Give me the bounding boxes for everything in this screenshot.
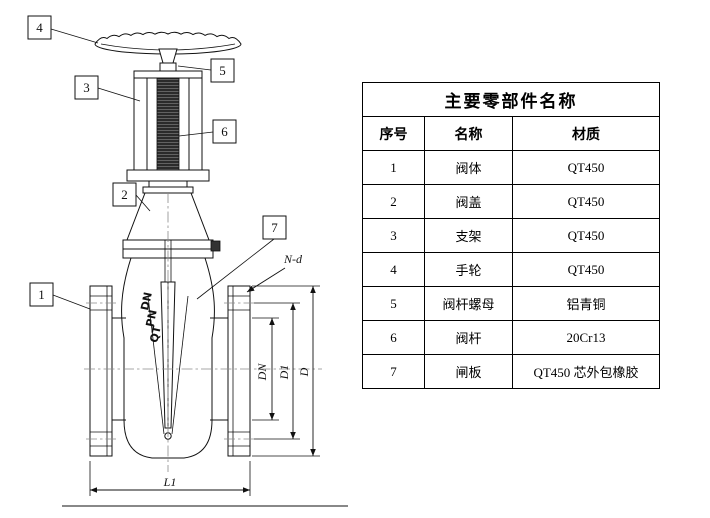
- table-row: 3 支架 QT450: [362, 218, 661, 253]
- cell-name: 阀体: [424, 150, 513, 185]
- cell-material: QT450: [511, 150, 661, 185]
- yoke-bracket: [126, 70, 210, 182]
- cell-no: 3: [362, 218, 425, 253]
- seat-line: [171, 295, 189, 435]
- body-mark-qt: QT: [147, 324, 163, 344]
- cell-no: 6: [362, 320, 425, 355]
- nd-label: N-d: [283, 252, 303, 266]
- flange-right: [224, 285, 254, 457]
- dim-label-d1: D1: [277, 365, 291, 381]
- valve-stem: [156, 77, 180, 171]
- table-row: 7 闸板 QT450 芯外包橡胶: [362, 354, 661, 389]
- cell-name: 手轮: [424, 252, 513, 287]
- callout-1-number: 1: [38, 287, 45, 302]
- callout-1: 1: [29, 282, 91, 310]
- dim-label-d: D: [297, 367, 311, 377]
- table-row: 6 阀杆 20Cr13: [362, 320, 661, 355]
- col-header-name: 名称: [424, 116, 513, 151]
- bonnet-bolt: [210, 240, 221, 252]
- cell-material: QT450 芯外包橡胶: [511, 354, 661, 389]
- callout-6: 6: [178, 119, 237, 144]
- dim-label-l1: L1: [163, 475, 177, 489]
- bonnet: [122, 192, 221, 259]
- table-row: 4 手轮 QT450: [362, 252, 661, 287]
- callout-5-number: 5: [219, 63, 226, 78]
- cell-material: QT450: [511, 218, 661, 253]
- table-title: 主要零部件名称: [361, 82, 661, 117]
- table-row: 1 阀体 QT450: [362, 150, 661, 185]
- cell-name: 闸板: [424, 354, 513, 389]
- col-header-no: 序号: [362, 116, 425, 151]
- dimension-d1: D1: [254, 302, 300, 440]
- body-mark-dn: DN: [138, 291, 155, 312]
- body-mark-pn: PN: [143, 308, 159, 328]
- callout-2: 2: [112, 182, 151, 212]
- callout-4-number: 4: [36, 20, 43, 35]
- table-title-row: 主要零部件名称: [361, 82, 661, 117]
- nd-arrow: [246, 267, 286, 293]
- cell-no: 2: [362, 184, 425, 219]
- cell-name: 支架: [424, 218, 513, 253]
- table-row: 2 阀盖 QT450: [362, 184, 661, 219]
- handwheel: [94, 31, 242, 64]
- cell-material: 铝青铜: [511, 286, 661, 321]
- cell-no: 5: [362, 286, 425, 321]
- cell-material: QT450: [511, 252, 661, 287]
- cell-no: 1: [362, 150, 425, 185]
- body-cast-markings: DN PN QT: [138, 291, 163, 344]
- col-header-material: 材质: [511, 116, 661, 151]
- callout-2-number: 2: [121, 187, 128, 202]
- cell-no: 7: [362, 354, 425, 389]
- callout-3: 3: [74, 75, 141, 102]
- seat-line: [147, 295, 165, 435]
- cell-material: QT450: [511, 184, 661, 219]
- stem-nut: [159, 62, 177, 72]
- bolt-hole-note: N-d: [246, 252, 303, 293]
- cell-name: 阀杆: [424, 320, 513, 355]
- callout-7-number: 7: [271, 220, 278, 235]
- cell-no: 4: [362, 252, 425, 287]
- callout-3-number: 3: [83, 80, 90, 95]
- packing-gland: [142, 180, 194, 194]
- cell-material: 20Cr13: [511, 320, 661, 355]
- gate-valve-drawing: DN PN QT N-d DN D1 D: [27, 15, 348, 507]
- table-row: 5 阀杆螺母 铝青铜: [362, 286, 661, 321]
- cell-name: 阀杆螺母: [424, 286, 513, 321]
- dimension-d: D: [252, 285, 320, 457]
- callout-7: 7: [196, 215, 287, 300]
- callout-5: 5: [177, 58, 235, 83]
- flange-left: [86, 285, 116, 457]
- parts-table: 主要零部件名称 序号 名称 材质 1 阀体 QT450 2 阀盖 QT450: [361, 82, 661, 389]
- dim-label-dn: DN: [255, 363, 269, 382]
- cell-name: 阀盖: [424, 184, 513, 219]
- callout-4: 4: [27, 15, 99, 44]
- callout-6-number: 6: [221, 124, 228, 139]
- dimension-l1: L1: [89, 461, 251, 496]
- table-header-row: 序号 名称 材质: [362, 116, 661, 151]
- dimension-dn: DN: [252, 317, 279, 421]
